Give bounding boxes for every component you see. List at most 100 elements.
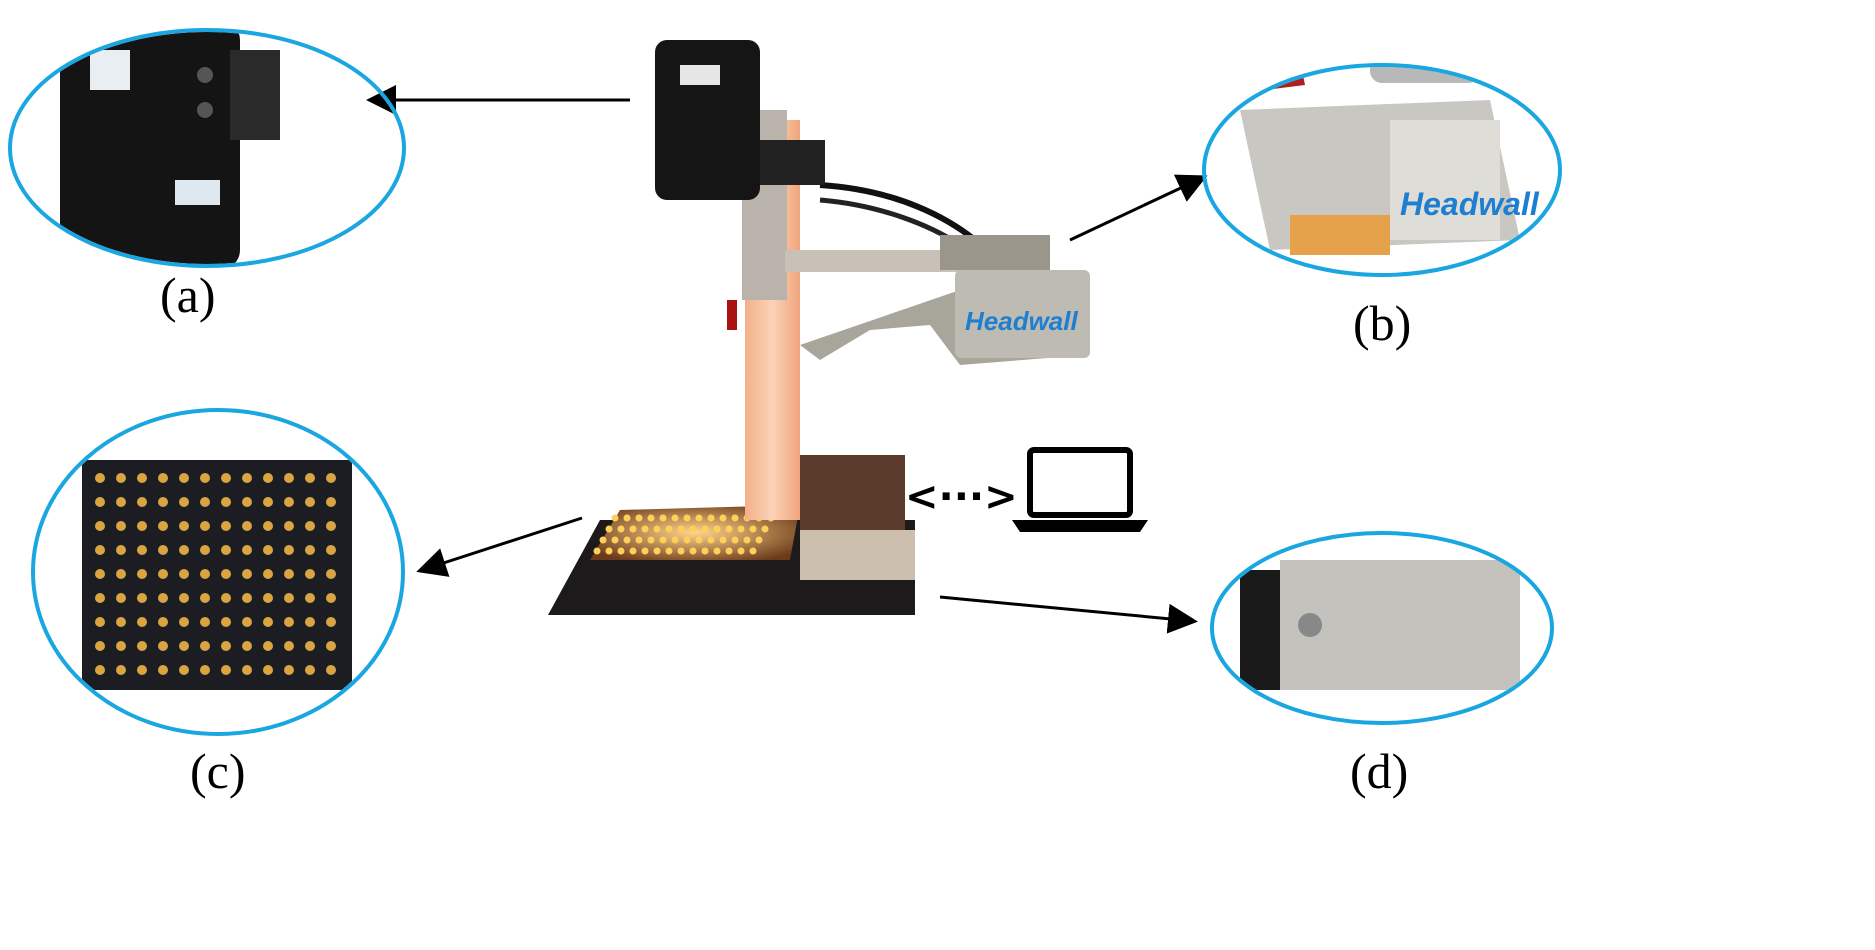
seed [305,569,315,579]
seed [305,521,315,531]
seed [179,665,189,675]
seed [284,641,294,651]
seed [305,665,315,675]
seed [263,665,273,675]
seed-grid [95,473,336,675]
seed [221,545,231,555]
seed [137,641,147,651]
seed [326,497,336,507]
seed [158,545,168,555]
seed [326,473,336,483]
seed [116,545,126,555]
tray-seed [749,525,757,533]
seed [116,665,126,675]
connection-symbol: <···> [905,474,1018,520]
seed [263,521,273,531]
tray-seed [653,525,661,533]
seed [305,497,315,507]
seed [200,641,210,651]
laptop-icon [1012,447,1148,532]
tray-seed [689,547,697,555]
arrow-to-b [1069,174,1208,242]
headwall-logo-b: Headwall [1400,186,1540,222]
seed [158,617,168,627]
seed [116,473,126,483]
seed [137,545,147,555]
tray-seed [761,525,769,533]
seed [179,497,189,507]
seed [305,545,315,555]
seed [284,593,294,603]
headwall-logo-center: Headwall [965,306,1078,336]
seed [116,641,126,651]
tray-seed [617,525,625,533]
seed [158,569,168,579]
seed [137,473,147,483]
seed [137,617,147,627]
seed [305,593,315,603]
detail-b-frame [1202,63,1562,277]
tray-seed [593,547,601,555]
seed [221,521,231,531]
seed [263,473,273,483]
seed [242,569,252,579]
seed [95,497,105,507]
detail-a-frame [8,28,406,268]
tray-seed [623,514,631,522]
tray-seed [743,536,751,544]
tray-seed [713,525,721,533]
seed [158,497,168,507]
tray-seed [623,536,631,544]
detail-d-frame [1210,531,1554,725]
tray-seed [647,514,655,522]
tray-seed [629,525,637,533]
detail-b-light-source: Headwall [1240,67,1540,255]
seed [242,593,252,603]
tray-seed [755,536,763,544]
seed [221,665,231,675]
seed [116,569,126,579]
tray-seed [737,547,745,555]
tray-seed [677,547,685,555]
seed [200,665,210,675]
tray-seed [629,547,637,555]
tray-seed [605,525,613,533]
tray-seed [689,525,697,533]
light-source-housing [955,270,1090,358]
seed [116,593,126,603]
seed [137,569,147,579]
seed [200,569,210,579]
seed [179,521,189,531]
tray-seed [695,514,703,522]
detail-c-frame [31,408,405,736]
seed [116,617,126,627]
seed [200,497,210,507]
tray-seed [611,514,619,522]
light-source-top [940,235,1050,270]
tray-seed [617,547,625,555]
seed [242,497,252,507]
detail-d-stage [1240,560,1520,690]
seed [158,641,168,651]
tray-seed [731,514,739,522]
seed [284,545,294,555]
tray-seed [707,514,715,522]
seed [116,497,126,507]
seed [95,617,105,627]
seed [221,497,231,507]
tray-seed [719,514,727,522]
seed [221,473,231,483]
seed [242,473,252,483]
camera-connector [760,140,825,185]
seed [263,617,273,627]
seed [305,641,315,651]
detail-a-camera [60,32,280,264]
seed [326,521,336,531]
horizontal-arm [785,250,960,272]
seed [95,593,105,603]
arrow-to-d [939,595,1198,634]
seed [137,593,147,603]
seed [326,617,336,627]
tray-seed [737,525,745,533]
